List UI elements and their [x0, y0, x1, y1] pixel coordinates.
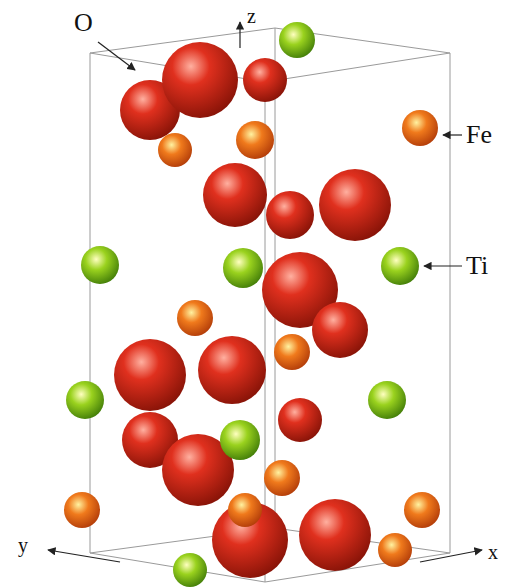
fe-atom — [177, 300, 213, 336]
fe-atom — [228, 493, 262, 527]
axis-label: y — [18, 535, 28, 555]
leader-arrow — [424, 265, 462, 266]
leader-arrow — [98, 42, 135, 70]
o-atom — [278, 398, 322, 442]
o-atom — [162, 42, 238, 118]
fe-atom — [236, 121, 274, 159]
ti-atom — [223, 248, 263, 288]
o-atom — [114, 339, 186, 411]
o-atom — [266, 191, 314, 239]
o-atom — [203, 163, 267, 227]
atom-label: O — [74, 10, 93, 36]
fe-atom — [64, 492, 100, 528]
ti-atom — [381, 247, 419, 285]
cell-edge — [450, 53, 451, 553]
o-atom — [243, 58, 287, 102]
z-axis-arrow — [239, 22, 240, 48]
axis-label: x — [488, 542, 498, 562]
fe-atom — [404, 492, 440, 528]
fe-atom — [274, 334, 310, 370]
fe-atom — [378, 533, 412, 567]
leaders — [98, 42, 462, 266]
cell-edge — [90, 53, 91, 553]
atom-label: Fe — [466, 122, 492, 148]
ti-atom — [220, 420, 260, 460]
o-atom — [299, 499, 371, 571]
atoms — [64, 22, 440, 587]
x-axis-arrow — [420, 550, 482, 562]
atom-label: Ti — [466, 253, 488, 279]
fe-atom — [264, 460, 300, 496]
ti-atom — [279, 22, 315, 58]
o-atom — [198, 336, 266, 404]
ti-atom — [173, 553, 207, 587]
fe-atom — [402, 110, 438, 146]
ti-atom — [81, 246, 119, 284]
o-atom — [319, 169, 391, 241]
cell-edges — [90, 28, 450, 582]
fe-atom — [158, 133, 192, 167]
ti-atom — [66, 381, 104, 419]
ti-atom — [368, 381, 406, 419]
axes — [48, 22, 482, 562]
axis-label: z — [247, 6, 256, 26]
o-atom — [312, 302, 368, 358]
y-axis-arrow — [48, 550, 120, 562]
leader-arrow — [443, 134, 462, 135]
